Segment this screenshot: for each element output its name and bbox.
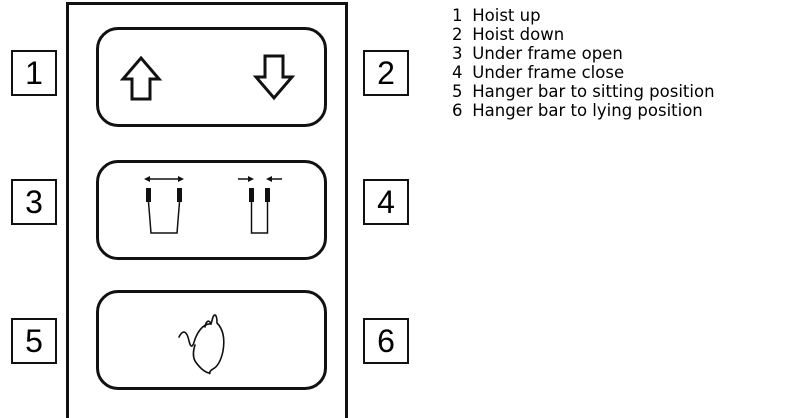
legend-text: Hoist up [472, 6, 541, 25]
legend-item: 3 Under frame open [452, 44, 715, 63]
legend-number: 1 [452, 6, 463, 25]
button-label-4: 4 [363, 179, 409, 225]
hand-control-body [66, 2, 348, 418]
legend-number: 6 [452, 101, 463, 120]
under-frame-close-icon [238, 176, 282, 234]
legend-item: 5 Hanger bar to sitting position [452, 82, 715, 101]
arrow-up-icon [119, 55, 163, 101]
hanger-bar-button-panel[interactable] [96, 290, 327, 390]
button-label-1: 1 [11, 50, 57, 96]
under-frame-button-panel[interactable] [96, 160, 327, 260]
under-frame-open-icon [144, 176, 184, 234]
legend-item: 1 Hoist up [452, 6, 715, 25]
function-legend: 1 Hoist up 2 Hoist down 3 Under frame op… [452, 6, 715, 120]
legend-text: Hoist down [472, 25, 565, 44]
hoist-button-panel[interactable] [96, 27, 327, 127]
legend-item: 2 Hoist down [452, 25, 715, 44]
legend-text: Hanger bar to lying position [472, 101, 703, 120]
legend-text: Under frame close [472, 63, 625, 82]
hanger-bar-sitting-icon [178, 314, 225, 375]
arrow-down-icon [252, 54, 296, 101]
legend-text: Under frame open [472, 44, 623, 63]
button-label-6: 6 [363, 318, 409, 364]
legend-number: 2 [452, 25, 463, 44]
button-label-2: 2 [363, 50, 409, 96]
legend-number: 3 [452, 44, 463, 63]
legend-number: 5 [452, 82, 463, 101]
button-label-3: 3 [11, 179, 57, 225]
legend-number: 4 [452, 63, 463, 82]
legend-item: 4 Under frame close [452, 63, 715, 82]
legend-text: Hanger bar to sitting position [472, 82, 715, 101]
legend-item: 6 Hanger bar to lying position [452, 101, 715, 120]
button-label-5: 5 [11, 318, 57, 364]
